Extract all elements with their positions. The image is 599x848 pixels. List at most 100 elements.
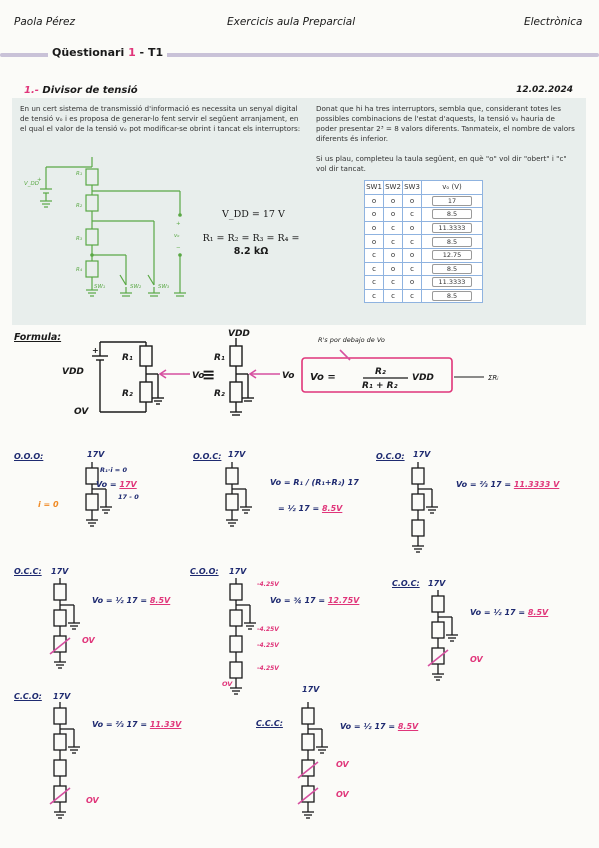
switch-state-cell: c	[402, 207, 422, 222]
case-equation-cco: Vo = ⅔ 17 = 11.33V	[92, 720, 182, 729]
svg-text:R's por debajo de Vo: R's por debajo de Vo	[318, 336, 385, 344]
switch-state-cell: o	[364, 220, 384, 236]
drop-label: -4.25V	[257, 642, 279, 649]
svg-text:Vo: Vo	[192, 371, 205, 381]
switch-state-cell: o	[402, 275, 422, 290]
case-label-occ: O.C.C:	[14, 567, 42, 576]
case-ov: OV	[470, 655, 483, 664]
vo-value-cell: 8.5	[421, 288, 483, 304]
svg-text:R₁: R₁	[214, 353, 225, 363]
switch-state-cell: o	[383, 193, 403, 209]
exercise-paragraph-1: En un cert sistema de transmissió d'info…	[20, 104, 301, 133]
svg-text:+: +	[92, 346, 99, 355]
switch-state-cell: c	[402, 288, 422, 304]
table-header: SW3	[402, 180, 422, 195]
case-r1-note: R₁·i = 0	[100, 466, 128, 474]
svg-text:VDD: VDD	[62, 367, 84, 377]
svg-text:R₁: R₁	[122, 353, 133, 363]
switch-state-cell: o	[383, 207, 403, 222]
section-title: 1.- Divisor de tensió	[24, 85, 138, 96]
case-label-ooo: O.O.O:	[14, 452, 44, 461]
case-ov: OV	[336, 760, 349, 769]
section-date: 12.02.2024	[516, 85, 573, 95]
switch-state-cell: c	[364, 288, 384, 304]
case-label-coc: C.O.C:	[392, 579, 420, 588]
case-ov: OV	[222, 680, 233, 688]
exercise-paragraph-2: Donat que hi ha tres interruptors, sembl…	[316, 104, 575, 143]
svg-text:R₂: R₂	[122, 389, 133, 399]
case-equation-coc: Vo = ½ 17 = 8.5V	[470, 608, 549, 617]
case-label-oco: O.C.O:	[376, 452, 405, 461]
table-header: SW1	[364, 180, 384, 195]
switch-state-cell: c	[383, 288, 403, 304]
questionnaire-title: Qüestionari 1 - T1	[48, 46, 168, 59]
switch-state-cell: c	[402, 234, 422, 249]
case-label-ooc: O.O.C:	[193, 452, 222, 461]
svg-text:≡: ≡	[202, 365, 215, 384]
svg-text:SW₁: SW₁	[94, 284, 105, 290]
case-supply: 17V	[228, 450, 246, 459]
subject-name: Electrònica	[524, 16, 583, 28]
case-ov: OV	[336, 790, 349, 799]
svg-text:Vo =: Vo =	[310, 372, 336, 383]
case-equation-ooo: Vo = 17V	[96, 480, 137, 489]
svg-text:R₂: R₂	[375, 367, 386, 377]
case-ov: OV	[82, 636, 95, 645]
svg-text:R₂: R₂	[76, 203, 83, 209]
case-circuits	[49, 462, 458, 819]
vo-value-cell: 8.5	[421, 234, 483, 249]
table-header: vₒ (V)	[421, 180, 483, 195]
switch-state-cell: c	[364, 275, 384, 290]
case-supply: 17V	[302, 685, 320, 694]
vo-value-cell: 11.3333	[421, 275, 483, 290]
svg-text:vₒ: vₒ	[174, 233, 180, 239]
switch-state-cell: c	[383, 234, 403, 249]
case-current-note: i = 0	[38, 500, 59, 509]
case-equation-occ: Vo = ½ 17 = 8.5V	[92, 596, 171, 605]
case-equation-coo: Vo = ¾ 17 = 12.75V	[270, 596, 360, 605]
svg-text:OV: OV	[74, 407, 89, 417]
svg-text:R₃: R₃	[76, 236, 83, 242]
page-header: Paola Pérez Exercicis aula Preparcial El…	[0, 0, 599, 40]
case-supply: 17V	[229, 567, 247, 576]
svg-text:SW₃: SW₃	[158, 284, 170, 290]
case-supply: 17V	[428, 579, 446, 588]
switch-state-cell: c	[402, 261, 422, 277]
formula-label: Formula:	[14, 332, 62, 343]
exercise-box	[12, 98, 586, 325]
case-supply: 17V	[51, 567, 69, 576]
drop-label: -4.25V	[257, 626, 279, 633]
drop-label: -4.25V	[257, 581, 279, 588]
case-ov: OV	[86, 796, 99, 805]
case-label-ccc: C.C.C:	[256, 719, 283, 728]
exercise-circuit-diagram: V_DD + R₁ R₂ R₃ R₄ SW₁ SW₂ SW₃ + vₒ −	[24, 157, 186, 297]
case-extra-ooo: 17 - 0	[118, 493, 139, 501]
svg-text:R₂: R₂	[214, 389, 225, 399]
svg-text:V_DD: V_DD	[24, 181, 39, 187]
svg-text:VDD: VDD	[228, 329, 250, 339]
svg-text:VDD: VDD	[412, 373, 434, 383]
svg-text:+: +	[176, 221, 181, 227]
svg-text:R₁: R₁	[76, 171, 82, 177]
switch-state-cell: o	[383, 247, 403, 263]
switch-state-cell: c	[383, 220, 403, 236]
svg-text:ΣRᵢ: ΣRᵢ	[488, 374, 499, 382]
svg-text:+: +	[37, 177, 42, 183]
table-header: SW2	[383, 180, 403, 195]
svg-text:−: −	[176, 245, 181, 251]
case-equation-ooc: Vo = R₁ / (R₁+R₂) 17	[270, 478, 359, 487]
switch-state-cell: o	[402, 220, 422, 236]
switch-state-cell: o	[383, 261, 403, 277]
case-equation-ooc-2: = ½ 17 = 8.5V	[278, 504, 343, 513]
vo-value-cell: 11.3333	[421, 220, 483, 236]
case-supply: 17V	[413, 450, 431, 459]
vo-value-cell: 12.75	[421, 247, 483, 263]
vo-value-cell: 8.5	[421, 207, 483, 222]
vo-value-cell: 17	[421, 193, 483, 209]
